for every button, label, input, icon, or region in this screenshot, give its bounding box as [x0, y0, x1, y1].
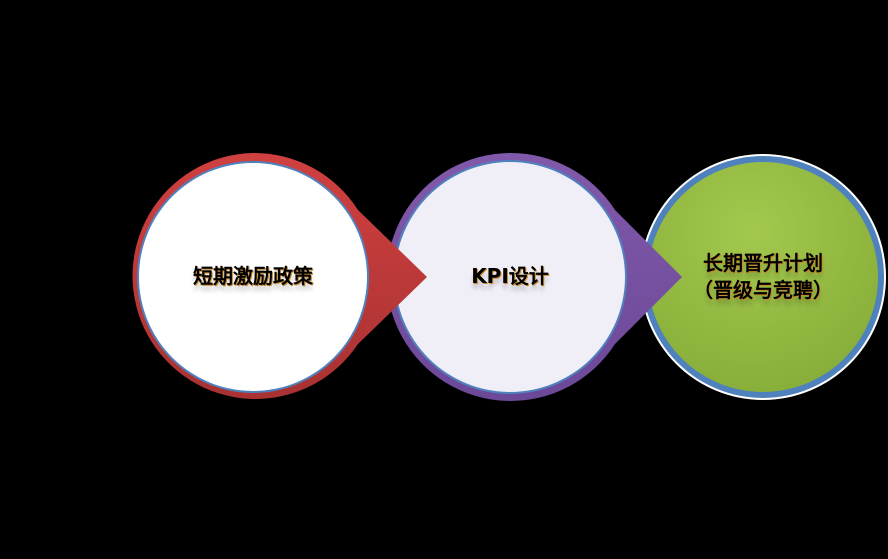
step-3-label: 长期晋升计划 （晋级与竞聘） — [663, 250, 863, 304]
step-1-label: 短期激励政策 — [193, 264, 313, 288]
step-1-shape — [132, 152, 428, 399]
step-2-shape — [386, 152, 682, 401]
step-3-label-line1: 长期晋升计划 — [703, 251, 823, 275]
step-3-shape — [640, 154, 886, 400]
step-3-label-line2: （晋级与竞聘） — [693, 278, 833, 302]
step-2-label: KPI设计 — [471, 264, 549, 288]
